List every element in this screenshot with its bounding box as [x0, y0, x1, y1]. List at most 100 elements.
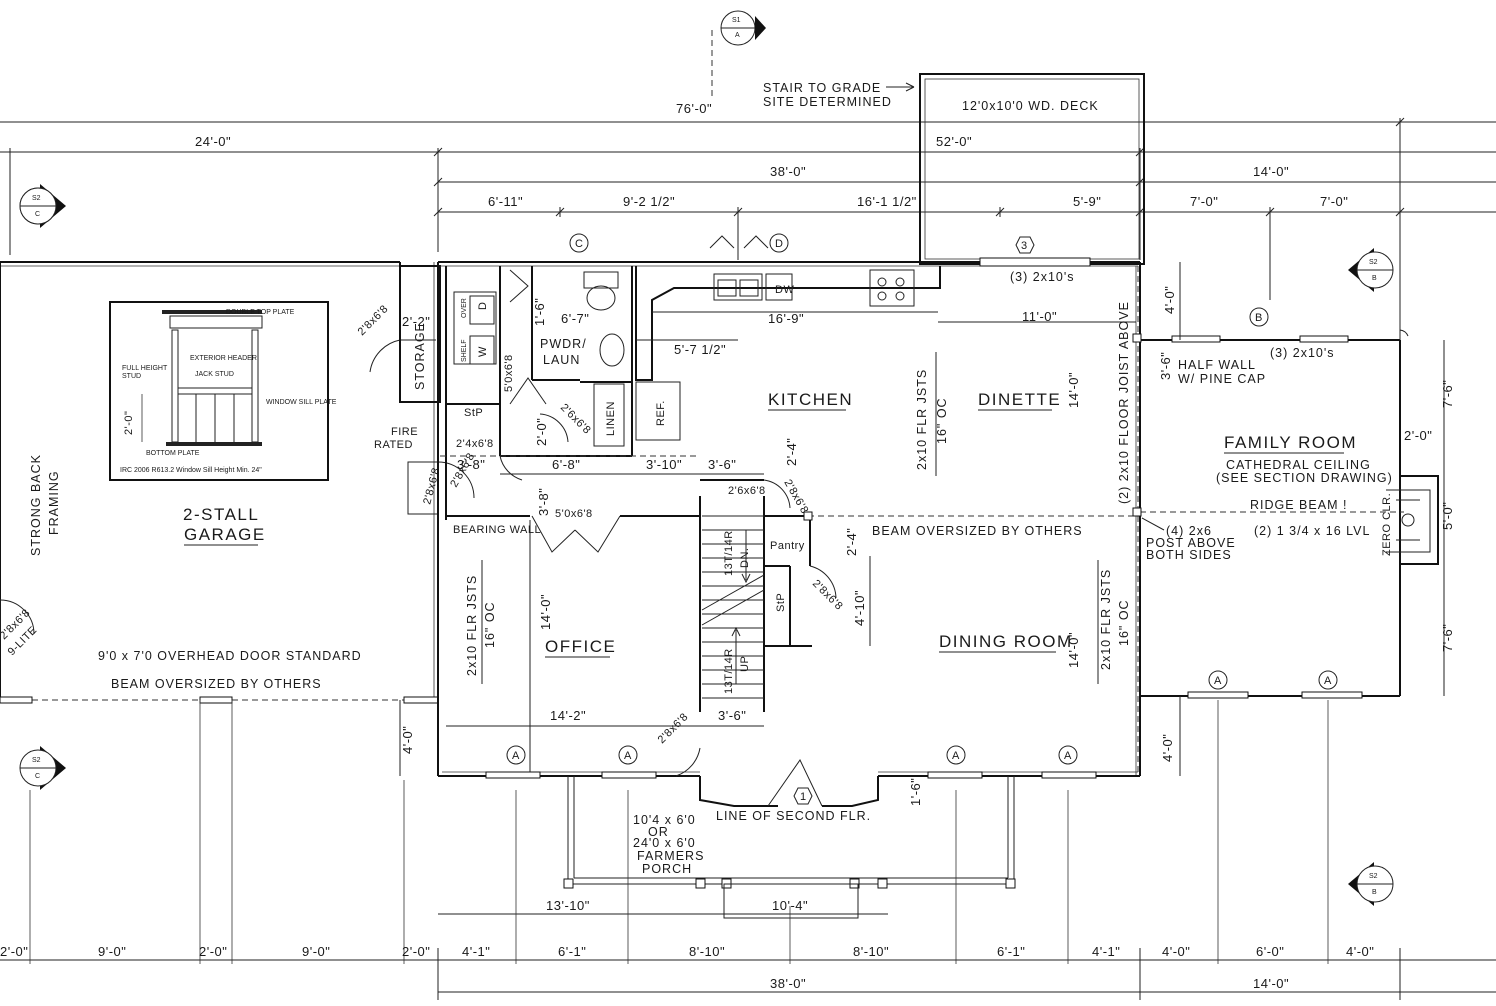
- linen-label: LINEN: [605, 401, 617, 436]
- joists-fam: (3) 2x10's: [1270, 346, 1335, 360]
- s1-label: S1: [732, 17, 741, 24]
- family-room-label: FAMILY ROOM: [1224, 433, 1357, 452]
- dim-14: 14'-0": [1253, 164, 1289, 179]
- w-label: W: [477, 346, 489, 357]
- s1-sub: A: [735, 32, 740, 39]
- dim-6-7: 6'-7": [561, 311, 589, 326]
- dim-b-9-0-b: 9'-0": [302, 944, 330, 959]
- shelf-label: SHELF: [461, 339, 468, 362]
- dim-b-4-1-b: 4'-1": [1092, 944, 1120, 959]
- inset-exterior-header: EXTERIOR HEADER: [190, 355, 257, 362]
- dim-6-11: 6'-11": [488, 194, 523, 209]
- fire-2: RATED: [374, 439, 413, 451]
- stairs: [701, 515, 765, 699]
- dim-4-0-fam: 4'-0": [1160, 734, 1175, 762]
- door-2-4x6-8: 2'4x6'8: [456, 438, 494, 450]
- inset-full-height-2: STUD: [122, 373, 141, 380]
- bearing-wall-note: BEARING WALL: [453, 524, 541, 536]
- s2-label-a: S2: [32, 195, 41, 202]
- dim-3-10: 3'-10": [646, 457, 682, 472]
- doors: [499, 329, 1409, 777]
- grid-a-label-3: A: [952, 750, 960, 762]
- dn-label: DN.: [739, 548, 751, 568]
- over-label: OVER: [461, 298, 468, 318]
- tag-3-label: 3: [1021, 240, 1028, 252]
- porch-5: PORCH: [642, 862, 692, 876]
- dim-16-9: 16'-9": [768, 311, 804, 326]
- section-marker-s2-top-right: S2 B: [1348, 248, 1394, 292]
- strong-back-2: FRAMING: [47, 470, 61, 535]
- dinette-label: DINETTE: [978, 390, 1061, 409]
- dim-14-0-office: 14'-0": [538, 594, 553, 630]
- dim-3-6-stair: 3'-6": [708, 457, 736, 472]
- section-marker-s2-top-left: S2 C: [19, 184, 66, 228]
- house-walls: [437, 257, 1439, 807]
- dim-1-6-porch: 1'-6": [908, 778, 923, 806]
- dim-14-2: 14'-2": [550, 708, 586, 723]
- dim-2-4-a: 2'-4": [784, 438, 799, 466]
- dim-11-0: 11'-0": [1022, 309, 1057, 324]
- flr-jsts-office-1: 2x10 FLR JSTS: [465, 575, 479, 676]
- s2-sub-b: C: [35, 773, 40, 780]
- dim-b-6-0: 6'-0": [1256, 944, 1284, 959]
- dim-2-2: 2'-2": [402, 314, 430, 329]
- deck: STAIR TO GRADE SITE DETERMINED 12'0x10'0…: [763, 73, 1145, 265]
- post-3: BOTH SIDES: [1146, 548, 1232, 562]
- dim-2-0-right: 2'-0": [1404, 428, 1432, 443]
- porch-4: FARMERS: [637, 849, 704, 863]
- dim-3-6-half: 3'-6": [1158, 352, 1173, 380]
- dim-4-0-left: 4'-0": [400, 726, 415, 754]
- tag-1-label: 1: [800, 791, 807, 803]
- door-2-8x6-8-d: 2'8x6'8: [810, 578, 845, 613]
- storage-label: STORAGE: [413, 322, 427, 390]
- stp-label-2: StP: [775, 593, 787, 612]
- stair-dn-label: 13T/14R: [723, 530, 735, 576]
- second-floor-note: LINE OF SECOND FLR.: [716, 809, 871, 823]
- ref-label: REF.: [655, 400, 667, 426]
- stp-label-1: StP: [464, 407, 483, 419]
- door-5-0x6-8-a: 5'0x6'8: [503, 354, 515, 392]
- pantry-label: Pantry: [770, 540, 805, 552]
- dim-7-6-upper: 7'-6": [1440, 380, 1455, 408]
- door-5-0x6-8-b: 5'0x6'8: [555, 508, 593, 520]
- garage-door-label: 2'8x6'8: [356, 303, 391, 338]
- stair-note-1: STAIR TO GRADE: [763, 81, 881, 95]
- dim-b-4-1-a: 4'-1": [462, 944, 490, 959]
- garage-title-1: 2-STALL: [183, 505, 259, 524]
- bottom-dimension-lines: [0, 700, 1496, 1000]
- d-label: D: [477, 302, 489, 310]
- dim-38: 38'-0": [770, 164, 806, 179]
- dim-b-2-0-a: 2'-0": [0, 944, 28, 959]
- inset-window-sill-plate: WINDOW SILL PLATE: [266, 399, 337, 406]
- dim-b-4-0-b: 4'-0": [1346, 944, 1374, 959]
- dw-label: DW: [775, 284, 794, 296]
- dim-52: 52'-0": [936, 134, 972, 149]
- top-dimension-labels: 76'-0" 24'-0" 52'-0" 38'-0" 14'-0" 6'-11…: [195, 101, 1348, 209]
- grid-bubbles: C D B 3 1 A A A A A A: [506, 233, 1338, 805]
- fire-door-label: 2'8x6'8: [421, 466, 442, 505]
- porch-3: 24'0 x 6'0: [633, 836, 696, 850]
- flr-jsts-kitchen-2: 16" OC: [935, 397, 949, 444]
- flr-jsts-office-2: 16" OC: [483, 601, 497, 648]
- door-2-6x6-8-a: 2'6x6'8: [558, 402, 593, 437]
- dim-14-0-dining: 14'-0": [1066, 632, 1081, 668]
- s2-sub-d: B: [1372, 889, 1377, 896]
- dim-14-0-kitchen: 14'-0": [1066, 372, 1081, 408]
- dim-7-6-lower: 7'-6": [1440, 624, 1455, 652]
- s2-label-b: S2: [32, 757, 41, 764]
- door-2-8x6-8-c: 2'8x6'8: [781, 478, 810, 517]
- kitchen-label: KITCHEN: [768, 390, 853, 409]
- dim-b-2-0-c: 2'-0": [402, 944, 430, 959]
- dim-b-8-10-b: 8'-10": [853, 944, 889, 959]
- grid-b-label: B: [1255, 312, 1263, 324]
- beam-main-note: BEAM OVERSIZED BY OTHERS: [872, 524, 1083, 538]
- half-wall-1: HALF WALL: [1178, 358, 1256, 372]
- dim-b-14: 14'-0": [1253, 976, 1289, 991]
- dining-room-label: DINING ROOM: [939, 632, 1073, 651]
- post-1: (4) 2x6: [1166, 524, 1212, 538]
- deck-label: 12'0x10'0 WD. DECK: [962, 99, 1099, 113]
- strong-back-1: STRONG BACK: [29, 454, 43, 556]
- dim-24: 24'-0": [195, 134, 231, 149]
- stair-note-2: SITE DETERMINED: [763, 95, 892, 109]
- dim-7-0-a: 7'-0": [1190, 194, 1218, 209]
